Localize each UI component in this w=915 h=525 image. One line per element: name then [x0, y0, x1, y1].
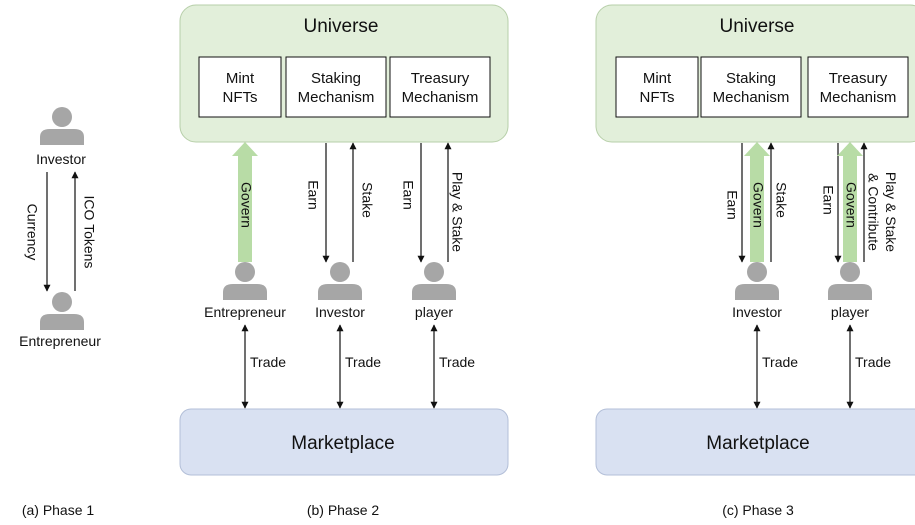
entrepreneur-person-icon	[40, 292, 84, 330]
phase3-marketplace-title: Marketplace	[706, 433, 810, 454]
phase2-play-stake-label: Play & Stake	[449, 172, 465, 252]
phase1-entrepreneur-label: Entrepreneur	[19, 333, 101, 349]
phase3-marketplace-box	[595, 408, 915, 476]
phase1-currency-label: Currency	[24, 204, 40, 261]
phase2-staking-box	[285, 56, 387, 118]
phase2-investor-person-icon	[318, 262, 362, 300]
phase2-stake-label: Stake	[359, 182, 375, 218]
phase3-govern-arrow-player	[837, 142, 863, 262]
phase2-investor-label: Investor	[315, 304, 365, 320]
phase3-player-label: player	[831, 304, 869, 320]
phase3-trade-label-investor: Trade	[762, 354, 798, 370]
phase3-investor-label: Investor	[732, 304, 782, 320]
phase2-govern-arrow	[232, 142, 258, 262]
phase3-earn-label-player: Earn	[820, 185, 836, 215]
phase3-earn-label-investor: Earn	[724, 190, 740, 220]
phase1-investor-label: Investor	[36, 151, 86, 167]
phase3-player-person-icon	[828, 262, 872, 300]
label-line: & Contribute	[866, 173, 882, 251]
phase3-trade-label-player: Trade	[855, 354, 891, 370]
phase2-universe-title: Universe	[304, 16, 379, 37]
phase2-treasury-box	[389, 56, 491, 118]
phase2-trade-label-entrepreneur: Trade	[250, 354, 286, 370]
phase3-treasury-box	[807, 56, 909, 118]
phase2-marketplace-title: Marketplace	[291, 433, 395, 454]
phase3-govern-label-investor: Govern	[750, 182, 766, 228]
label-line: Mechanism	[402, 89, 479, 106]
phase3-mint-nfts-box	[615, 56, 699, 118]
phase2-player-label: player	[415, 304, 453, 320]
phase2-earn-label-investor: Earn	[305, 180, 321, 210]
phase2-govern-label: Govern	[238, 182, 254, 228]
phase3-play-stake-contribute-label: Play & Stake& Contribute	[866, 172, 900, 252]
phase3-stake-label: Stake	[773, 182, 789, 218]
phase2-earn-label-player: Earn	[400, 180, 416, 210]
phase2-trade-label-investor: Trade	[345, 354, 381, 370]
phase2-marketplace-box	[179, 408, 509, 476]
label-line: Mechanism	[298, 89, 375, 106]
phase1-panel: Investor Currency ICO Tokens Entrepreneu…	[19, 107, 101, 518]
phase1-ico-tokens-label: ICO Tokens	[81, 196, 97, 269]
phase1-caption: (a) Phase 1	[22, 502, 95, 518]
phase3-govern-label-player: Govern	[843, 182, 859, 228]
phase2-caption: (b) Phase 2	[307, 502, 380, 518]
label-line: Mechanism	[713, 89, 790, 106]
label-line: NFTs	[640, 89, 675, 106]
phase3-universe-title: Universe	[720, 16, 795, 37]
phase3-caption: (c) Phase 3	[722, 502, 794, 518]
label-line: Mechanism	[820, 89, 897, 106]
phase2-player-person-icon	[412, 262, 456, 300]
phase2-trade-label-player: Trade	[439, 354, 475, 370]
phase3-govern-arrow-investor	[744, 142, 770, 262]
phase3-staking-box	[700, 56, 802, 118]
phase2-entrepreneur-label: Entrepreneur	[204, 304, 286, 320]
phase2-entrepreneur-person-icon	[223, 262, 267, 300]
phase3-investor-person-icon	[735, 262, 779, 300]
investor-person-icon	[40, 107, 84, 145]
phase2-mint-nfts-box	[198, 56, 282, 118]
label-line: NFTs	[223, 89, 258, 106]
